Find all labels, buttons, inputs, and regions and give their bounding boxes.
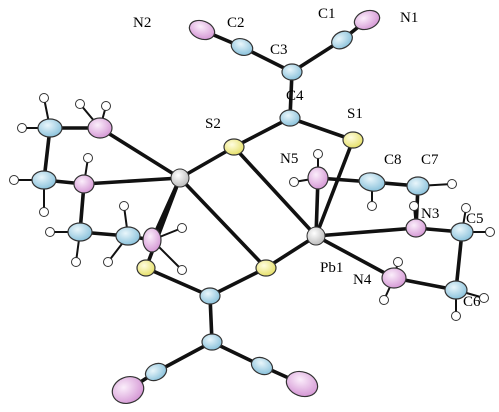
bond-s3-pb1 xyxy=(264,234,318,270)
lead-atoms xyxy=(170,168,326,246)
bond-pb2-s2 xyxy=(178,145,236,180)
bond-c4-s2 xyxy=(232,116,292,149)
nitrogen-atoms xyxy=(73,9,427,404)
sulfur-atoms xyxy=(136,131,364,277)
label-c5: C5 xyxy=(466,211,484,227)
bond-pb2-na xyxy=(98,126,182,180)
bond-pb2-nb xyxy=(82,176,182,186)
bond-c5-c6 xyxy=(454,230,464,292)
label-n2: N2 xyxy=(133,15,151,31)
bond-pb2-s3 xyxy=(178,176,268,270)
bond-n3-pb1 xyxy=(314,226,418,238)
label-c8: C8 xyxy=(384,152,402,168)
label-pb1: Pb1 xyxy=(320,260,343,276)
label-n4: N4 xyxy=(353,272,372,288)
bond-s1-pb1 xyxy=(314,138,355,238)
label-c2: C2 xyxy=(227,15,245,31)
bond-c4-s1 xyxy=(288,116,355,142)
label-s1: S1 xyxy=(347,106,363,122)
bond-s2-pb1 xyxy=(232,145,318,238)
label-n1: N1 xyxy=(400,10,418,26)
label-n3: N3 xyxy=(421,206,439,222)
bond-s4-cx xyxy=(144,266,212,298)
atoms xyxy=(9,9,495,404)
label-c7: C7 xyxy=(421,152,439,168)
label-s2: S2 xyxy=(205,116,221,132)
bond-n4-pb1 xyxy=(314,234,396,280)
label-c6: C6 xyxy=(463,294,481,310)
hydrogen-atoms xyxy=(9,93,495,321)
label-c4: C4 xyxy=(286,88,304,104)
carbon-atoms xyxy=(31,30,474,382)
label-c1: C1 xyxy=(318,6,336,22)
label-c3: C3 xyxy=(270,42,288,58)
bond-s3-cx xyxy=(208,266,268,298)
atom-labels: N1 N2 C2 C1 C3 C4 S1 S2 N5 C8 C7 N3 C5 P… xyxy=(133,6,484,310)
label-n5: N5 xyxy=(280,151,298,167)
